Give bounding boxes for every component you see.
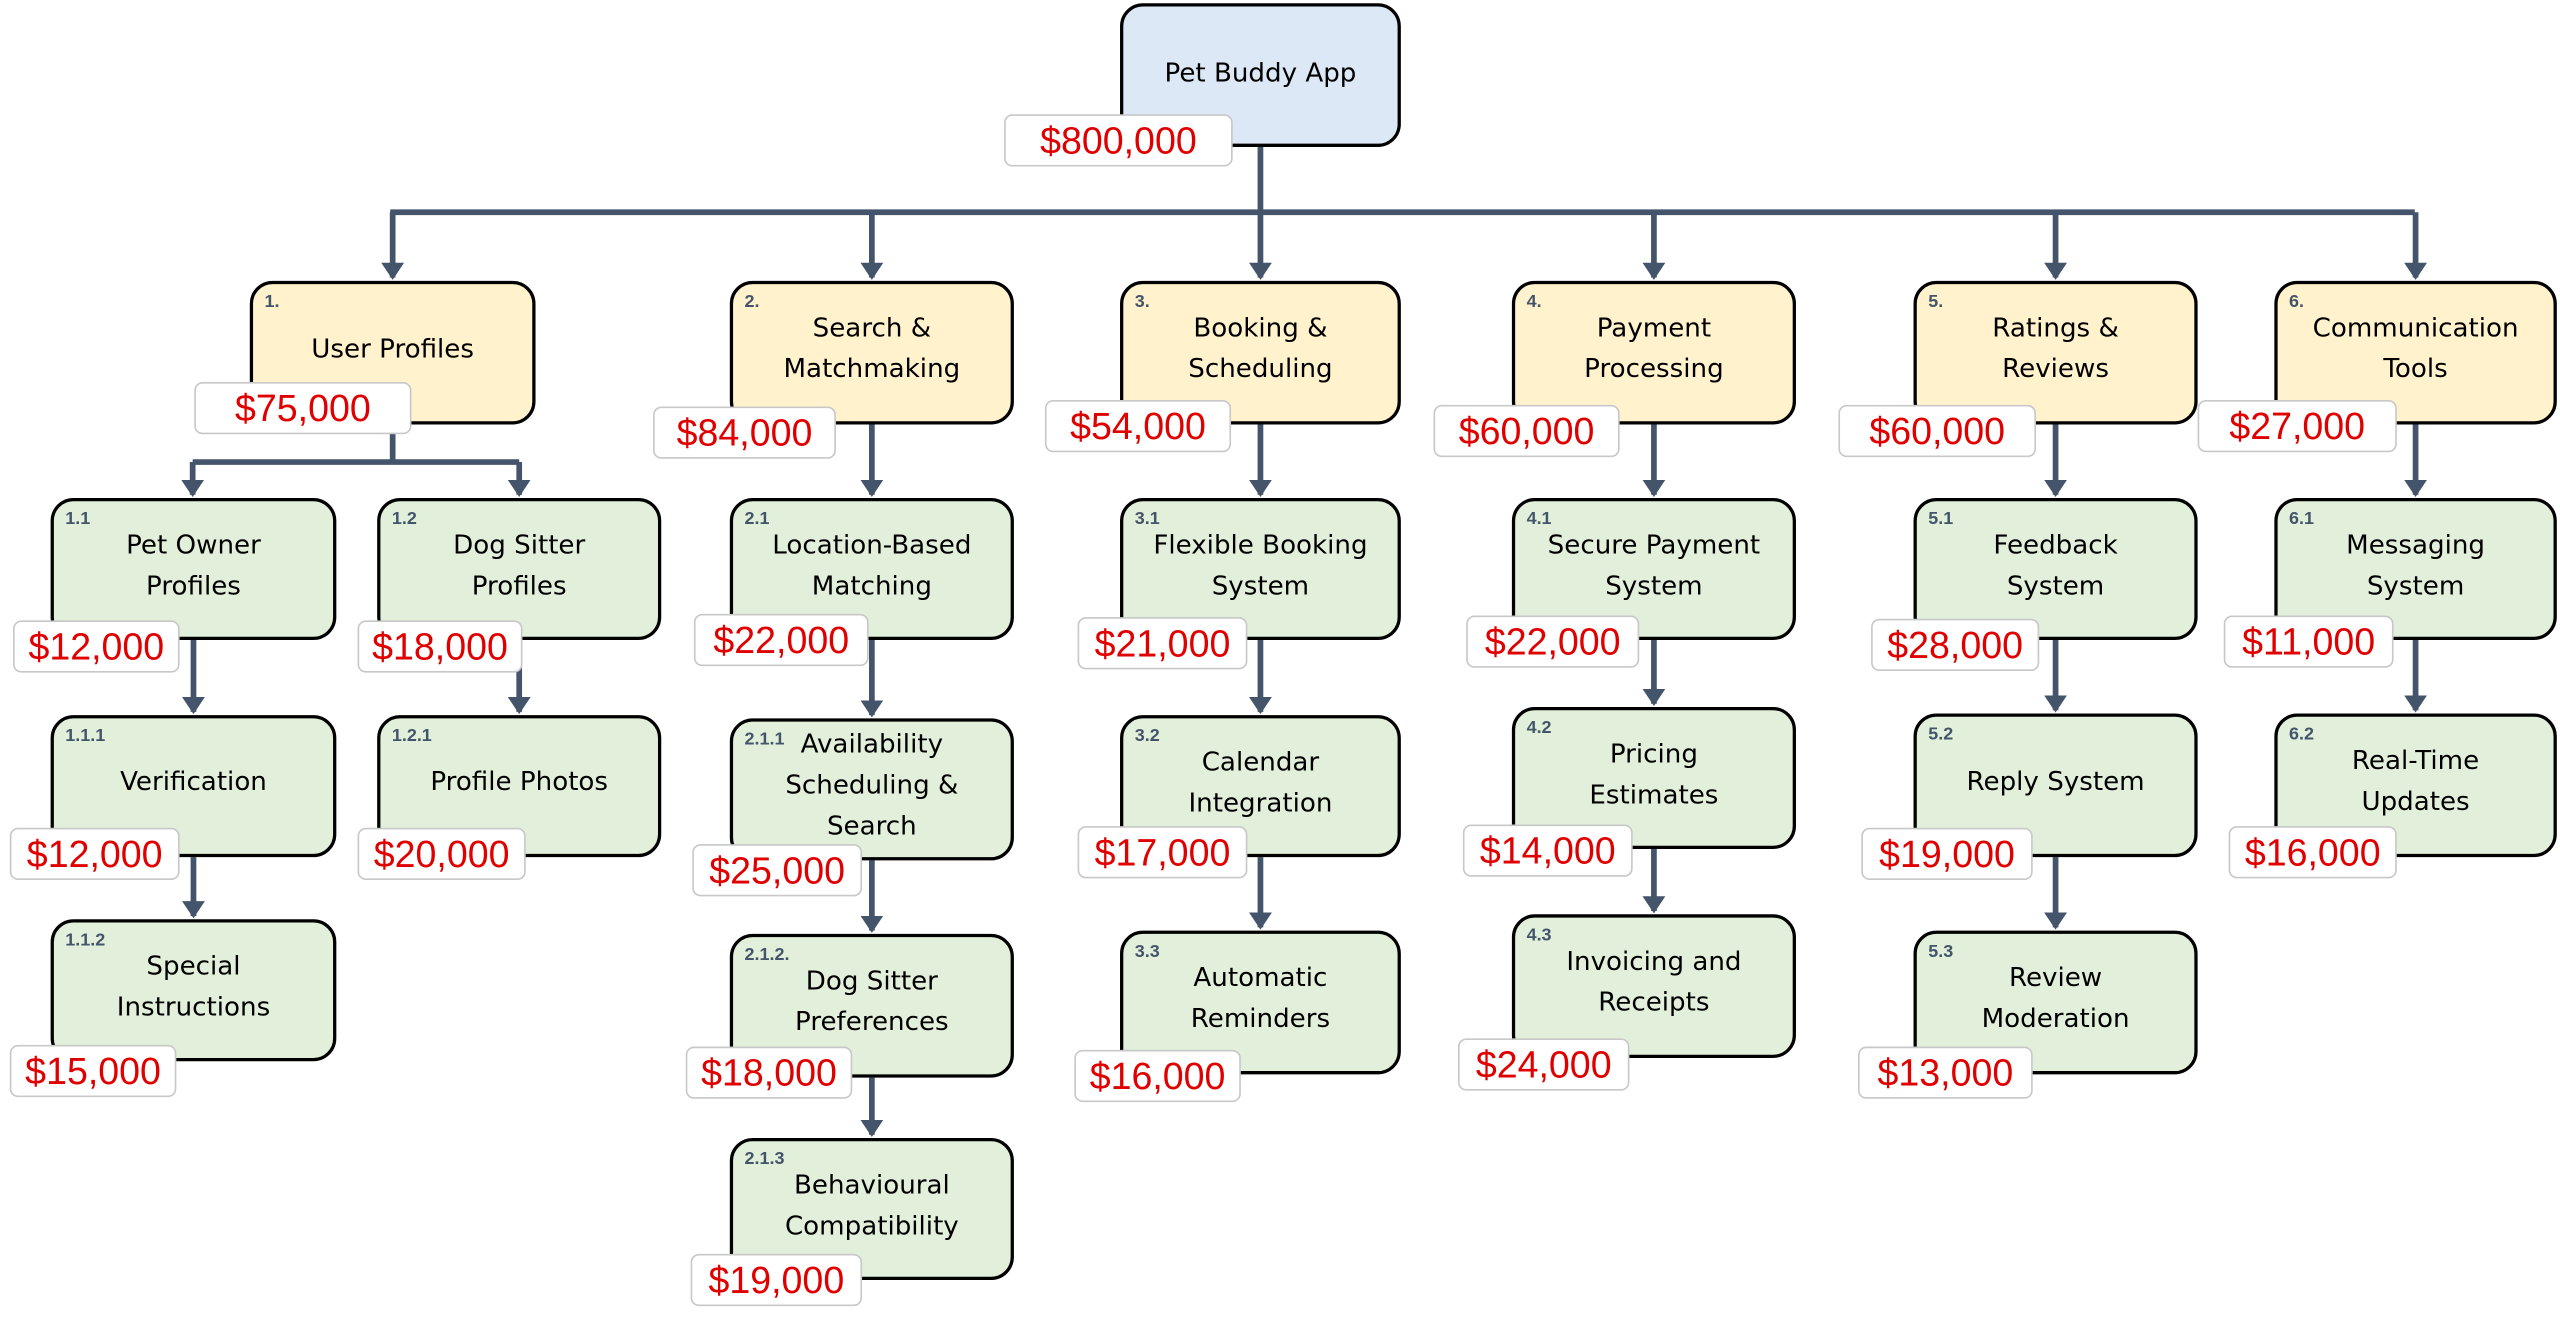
node-number: 2.	[744, 292, 760, 312]
node-label: Dog Sitter Profiles	[453, 528, 586, 601]
cost-label-n3: $54,000	[1044, 400, 1232, 453]
cost-label-n1: $75,000	[194, 382, 412, 435]
node-label: Pet Buddy App	[1164, 56, 1357, 88]
cost-label-n2_1: $22,000	[693, 613, 869, 667]
cost-label-n4_2: $14,000	[1462, 824, 1633, 877]
node-number: 2.1.1	[744, 729, 785, 750]
cost-label-n5_1: $28,000	[1871, 618, 2040, 672]
node-number: 5.	[1928, 292, 1944, 312]
cost-label-n5_2: $19,000	[1861, 827, 2033, 881]
wbs-node-n5: 5. Ratings & Reviews	[1913, 280, 2198, 425]
node-label: Calendar Integration	[1188, 745, 1333, 818]
node-label: Payment Processing	[1584, 311, 1724, 384]
node-number: 6.2	[2289, 724, 2315, 745]
cost-label-n6: $27,000	[2197, 400, 2397, 453]
wbs-node-n2: 2. Search & Matchmaking	[729, 280, 1014, 425]
cost-label-n1_1_1: $12,000	[9, 827, 180, 881]
cost-label-n5_3: $13,000	[1858, 1046, 2033, 1099]
cost-label-n1_1: $12,000	[13, 620, 180, 673]
wbs-node-n4: 4. Payment Processing	[1511, 280, 1796, 425]
node-number: 6.1	[2289, 509, 2315, 529]
node-label: Invoicing and Receipts	[1566, 945, 1742, 1018]
node-number: 5.2	[1928, 724, 1954, 745]
cost-label-n5: $60,000	[1838, 404, 2036, 458]
node-number: 3.1	[1134, 509, 1160, 529]
node-label: Availability Scheduling & Search	[785, 728, 959, 841]
node-label: Dog Sitter Preferences	[795, 964, 949, 1037]
cost-label-n6_2: $16,000	[2228, 826, 2397, 879]
node-number: 3.	[1134, 292, 1150, 312]
cost-label-n2_1_1: $25,000	[692, 844, 863, 897]
node-number: 1.2.1	[391, 726, 432, 747]
node-number: 2.1.2.	[744, 945, 790, 965]
node-label: Reply System	[1966, 764, 2145, 796]
node-number: 5.1	[1928, 509, 1954, 529]
cost-label-n2_1_2: $18,000	[685, 1046, 853, 1099]
cost-label-n6_1: $11,000	[2223, 615, 2394, 668]
node-number: 1.1	[65, 509, 91, 529]
cost-label-n3_2: $17,000	[1077, 826, 1248, 879]
node-label: User Profiles	[311, 332, 474, 364]
node-number: 3.2	[1134, 726, 1160, 747]
cost-label-n1_2_1: $20,000	[357, 827, 526, 881]
node-number: 3.3	[1134, 942, 1160, 962]
cost-label-n4: $60,000	[1433, 404, 1620, 458]
cost-label-n2_1_3: $19,000	[690, 1253, 863, 1307]
node-label: Messaging System	[2346, 528, 2485, 601]
node-label: Booking & Scheduling	[1188, 311, 1333, 384]
node-number: 4.1	[1526, 509, 1552, 529]
node-label: Ratings & Reviews	[1992, 311, 2119, 384]
node-number: 1.1.1	[65, 726, 106, 747]
node-label: Feedback System	[1993, 528, 2118, 601]
node-number: 2.1	[744, 509, 770, 529]
node-number: 2.1.3	[744, 1149, 785, 1170]
wbs-node-n2_1_2: 2.1.2.Dog Sitter Preferences	[729, 933, 1014, 1078]
node-label: Search & Matchmaking	[783, 311, 961, 384]
node-number: 1.1.2	[65, 930, 106, 951]
cost-label-n3_3: $16,000	[1074, 1049, 1241, 1103]
node-label: Profile Photos	[430, 765, 609, 797]
node-label: Review Moderation	[1981, 961, 2130, 1034]
node-number: 4.2	[1526, 718, 1552, 738]
node-label: Location-Based Matching	[772, 528, 972, 601]
cost-label-n1_2: $18,000	[357, 620, 523, 673]
node-number: 1.2	[391, 509, 417, 529]
node-label: Automatic Reminders	[1190, 961, 1331, 1034]
node-label: Behavioural Compatibility	[784, 1168, 959, 1241]
cost-label-root: $800,000	[1004, 114, 1233, 167]
node-number: 4.3	[1526, 925, 1552, 946]
node-label: Special Instructions	[116, 949, 271, 1022]
cost-label-n3_1: $21,000	[1077, 617, 1248, 670]
node-number: 4.	[1526, 292, 1542, 312]
node-label: Pet Owner Profiles	[126, 528, 261, 601]
node-label: Verification	[120, 765, 267, 797]
node-label: Real-Time Updates	[2351, 744, 2480, 817]
node-number: 6.	[2289, 292, 2305, 312]
node-number: 5.3	[1928, 942, 1954, 962]
cost-label-n4_3: $24,000	[1458, 1038, 1630, 1091]
node-label: Secure Payment System	[1547, 528, 1761, 601]
node-number: 1.	[264, 292, 280, 312]
cost-label-n2: $84,000	[653, 406, 836, 459]
cost-label-n1_1_2: $15,000	[9, 1044, 177, 1098]
node-label: Flexible Booking System	[1153, 528, 1368, 601]
node-label: Pricing Estimates	[1589, 737, 1719, 810]
node-label: Communication Tools	[2312, 311, 2519, 384]
cost-label-n4_1: $22,000	[1466, 615, 1640, 668]
